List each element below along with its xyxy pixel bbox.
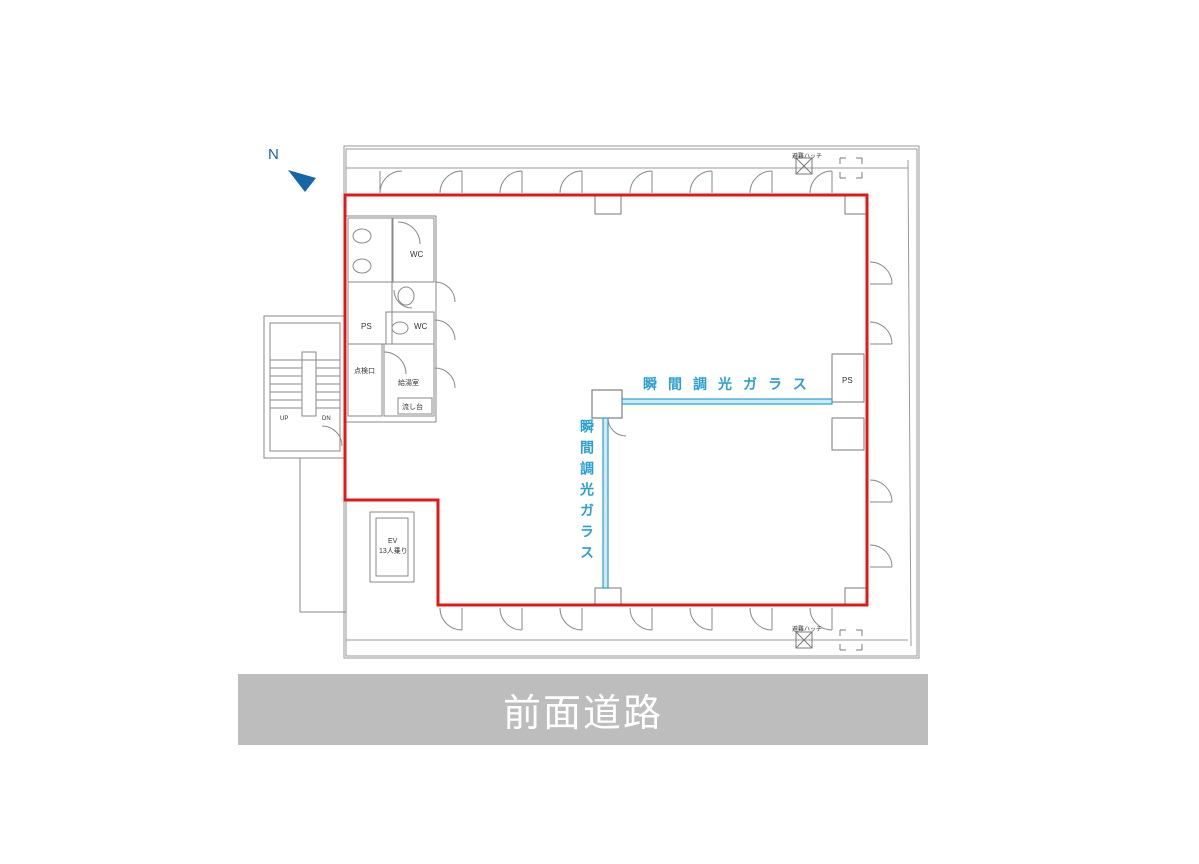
tenant-area-outline [343,193,869,607]
storage-label: 給湯室 [398,380,419,387]
north-arrow-icon [288,170,316,192]
ev-label: EV [388,538,398,545]
balcony-doors-top [379,170,833,194]
north-label: N [268,146,279,163]
hatch-label-bottom: 避難ハッチ [792,627,823,633]
stair-up-label: UP [280,416,289,422]
smart-glass-label-horizontal: 瞬間調光ガラス [643,377,818,393]
ps-label-left: PS [361,322,372,331]
front-road-banner: 前面道路 [238,674,928,745]
wc-label-top: WC [410,250,424,259]
elevator-shaft [369,511,415,583]
smart-glass-label-vertical: 瞬間調光ガラス [578,419,594,566]
wc-label-bottom: WC [414,322,428,331]
building-outline [343,145,920,659]
stairwell [263,315,347,613]
sink-label: 流し台 [402,404,423,411]
ev-capacity-label: 13人乗り [379,548,408,555]
inspection-label: 点検口 [354,368,375,375]
ps-label-right: PS [842,376,853,385]
balcony-doors-bottom [439,607,833,631]
perimeter-columns [594,195,868,607]
stair-dn-label: DN [322,416,331,422]
hatch-top [795,157,863,179]
hatch-bottom [795,629,863,651]
core-rooms [345,215,456,423]
smart-glass-partition [591,389,833,589]
balcony-doors-right [869,261,893,568]
hatch-label-top: 避難ハッチ [792,154,823,160]
